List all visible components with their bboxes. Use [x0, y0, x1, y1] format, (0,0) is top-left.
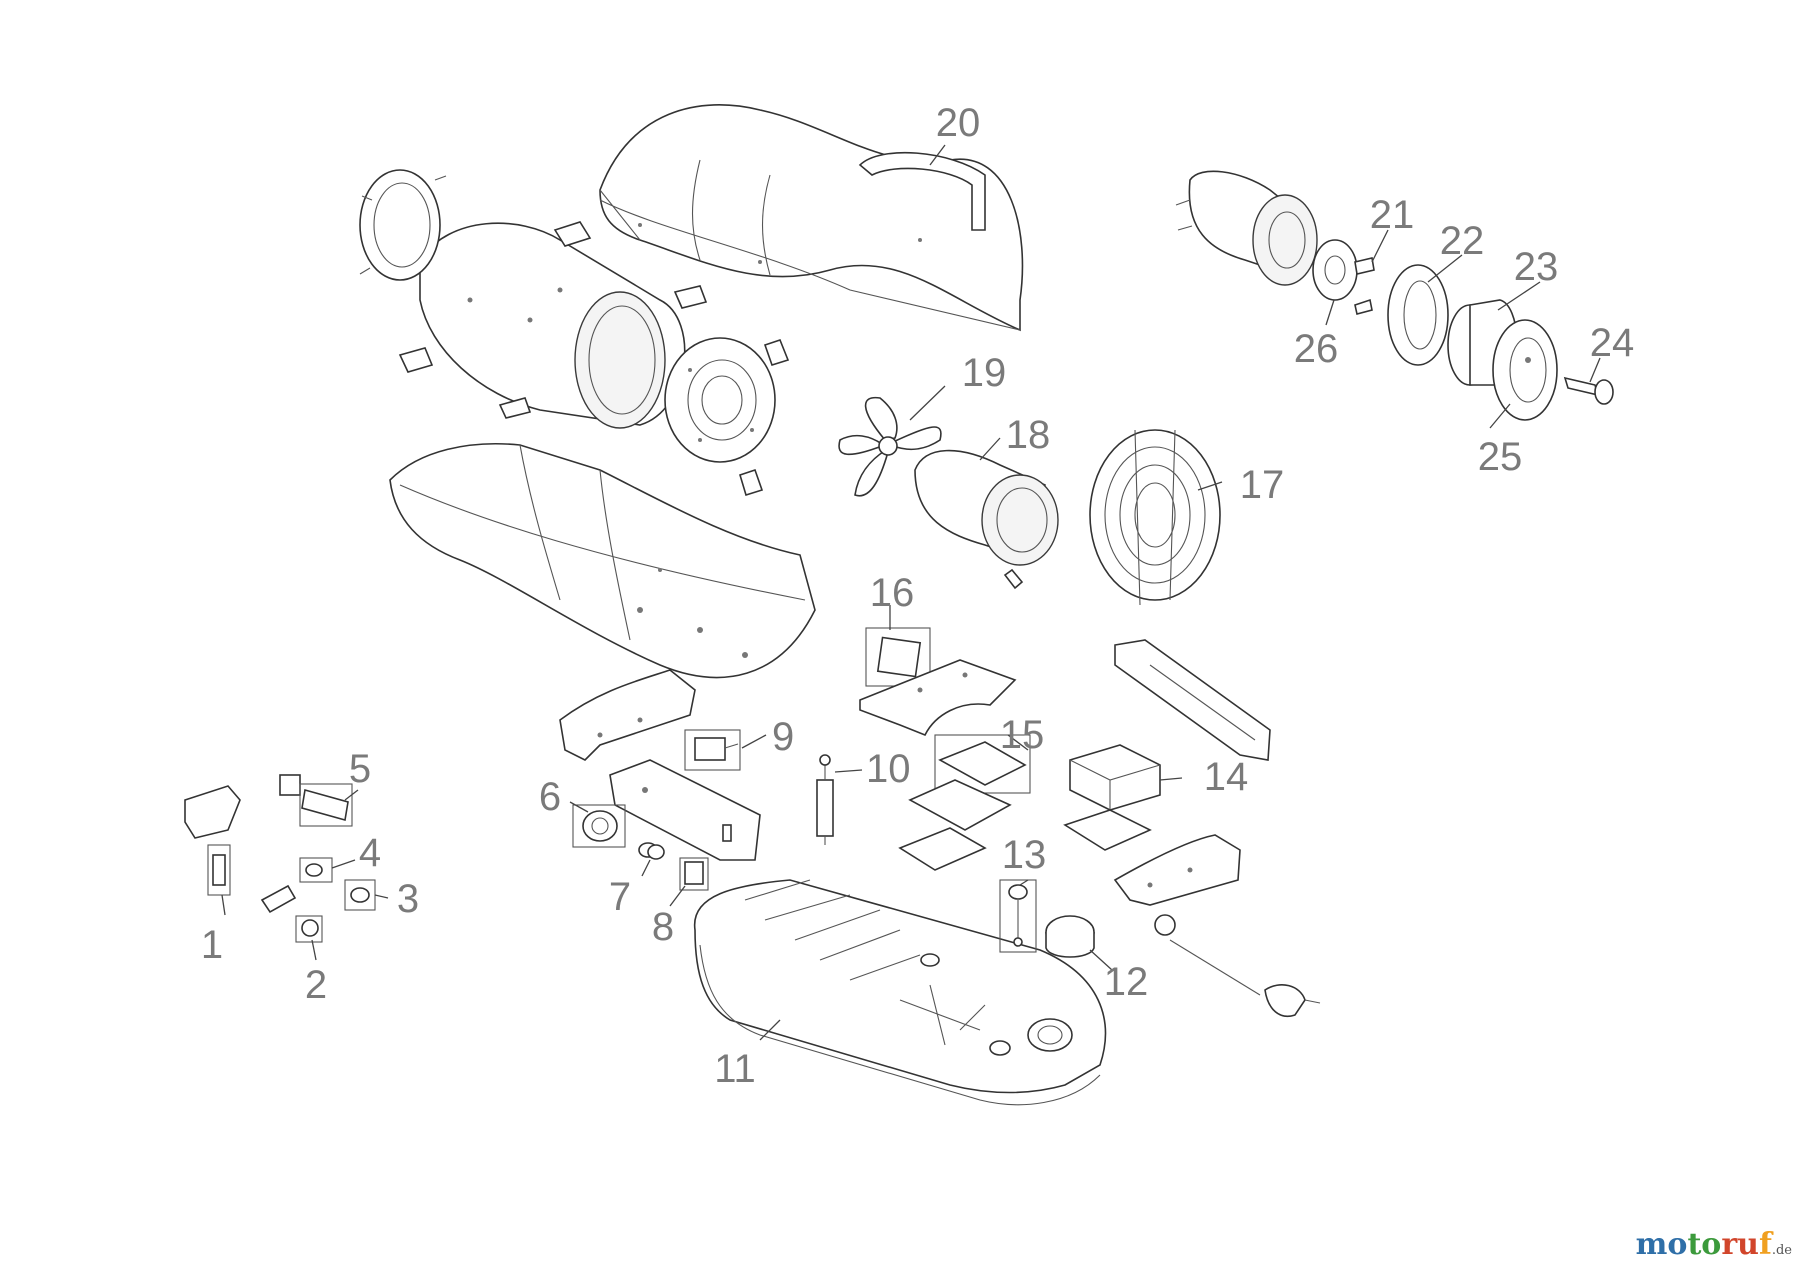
part-label-19: 19: [962, 351, 1007, 395]
rear-ring-flange-part: [359, 169, 447, 281]
motor-part-18: [914, 449, 1059, 590]
filter-part-10: [816, 754, 834, 845]
motoruf-watermark-logo: motoruf.de: [1636, 1227, 1792, 1262]
switch-part-9: [684, 729, 741, 771]
sensor-part-2: [295, 915, 323, 943]
handle-part-20: [858, 151, 986, 231]
part-label-7: 7: [609, 875, 631, 919]
watermark-text-2: to: [1687, 1227, 1722, 1262]
pump-assembly-part: [1175, 170, 1318, 286]
part-label-11: 11: [714, 1047, 756, 1091]
power-cord-part: [1154, 914, 1321, 1017]
watermark-tld: .de: [1771, 1243, 1792, 1258]
leader-lines: [221, 144, 1601, 1041]
capacitor-part-16: [865, 627, 931, 687]
photocell-part-5: [279, 774, 353, 827]
rocker-switch-part-8: [679, 857, 709, 891]
part-label-5: 5: [349, 747, 371, 791]
part-label-26: 26: [1294, 327, 1339, 371]
watermark-text-4: f: [1758, 1227, 1772, 1262]
part-label-13: 13: [1002, 833, 1047, 877]
fan-guard-part-17: [1089, 429, 1221, 606]
watermark-text-1: mo: [1635, 1227, 1688, 1262]
knob-part-6: [572, 804, 626, 848]
bracket-part-1: [184, 785, 241, 896]
part-label-2: 2: [305, 963, 327, 1007]
part-label-16: 16: [870, 571, 915, 615]
side-rail-part: [1114, 639, 1271, 761]
nozzle-part-24: [1563, 376, 1614, 405]
electrode-part-4: [299, 857, 333, 883]
part-label-20: 20: [936, 101, 981, 145]
fuel-gauge-part-13: [999, 879, 1037, 953]
combustion-chamber-part: [419, 222, 686, 429]
part-label-12: 12: [1104, 960, 1149, 1004]
small-brackets-part: [398, 221, 790, 497]
cover-part-22: [1387, 264, 1449, 366]
part-number-labels: 1 2 3 4 5 6 7 8 9 10 11 12 13 14 15 16 1…: [201, 101, 1634, 1091]
watermark-text-3: ru: [1721, 1227, 1759, 1262]
control-board-part-15: [898, 734, 1031, 871]
transformer-box-part-14: [1063, 744, 1161, 851]
fan-blade-part-19: [838, 396, 942, 497]
part-label-21: 21: [1370, 193, 1415, 237]
part-label-15: 15: [1000, 713, 1045, 757]
part-label-3: 3: [397, 877, 419, 921]
part-label-17: 17: [1240, 463, 1285, 507]
part-label-1: 1: [201, 923, 223, 967]
part-label-9: 9: [772, 715, 794, 759]
end-cover-part-25: [1492, 319, 1558, 421]
right-foot-part: [1113, 834, 1241, 906]
part-label-24: 24: [1590, 321, 1635, 365]
tank-cap-part-12: [1045, 915, 1095, 958]
part-label-8: 8: [652, 905, 674, 949]
left-foot-part: [559, 669, 696, 761]
part-label-6: 6: [539, 775, 561, 819]
part-label-22: 22: [1440, 219, 1485, 263]
part-label-14: 14: [1204, 755, 1249, 799]
burner-plate-part: [664, 337, 776, 463]
rotor-part-26: [1312, 239, 1375, 315]
washer-part-7: [638, 842, 665, 860]
part-label-23: 23: [1514, 245, 1559, 289]
ignition-part-3: [344, 879, 376, 911]
part-label-10: 10: [866, 747, 911, 791]
motor-bracket-part: [859, 659, 1017, 737]
part-label-18: 18: [1006, 413, 1051, 457]
lower-shell-part: [389, 442, 816, 679]
clip-part: [260, 884, 297, 914]
part-label-4: 4: [359, 831, 381, 875]
control-panel-part: [609, 759, 761, 861]
part-label-25: 25: [1478, 435, 1523, 479]
fuel-tank-part-11: [693, 879, 1107, 1106]
